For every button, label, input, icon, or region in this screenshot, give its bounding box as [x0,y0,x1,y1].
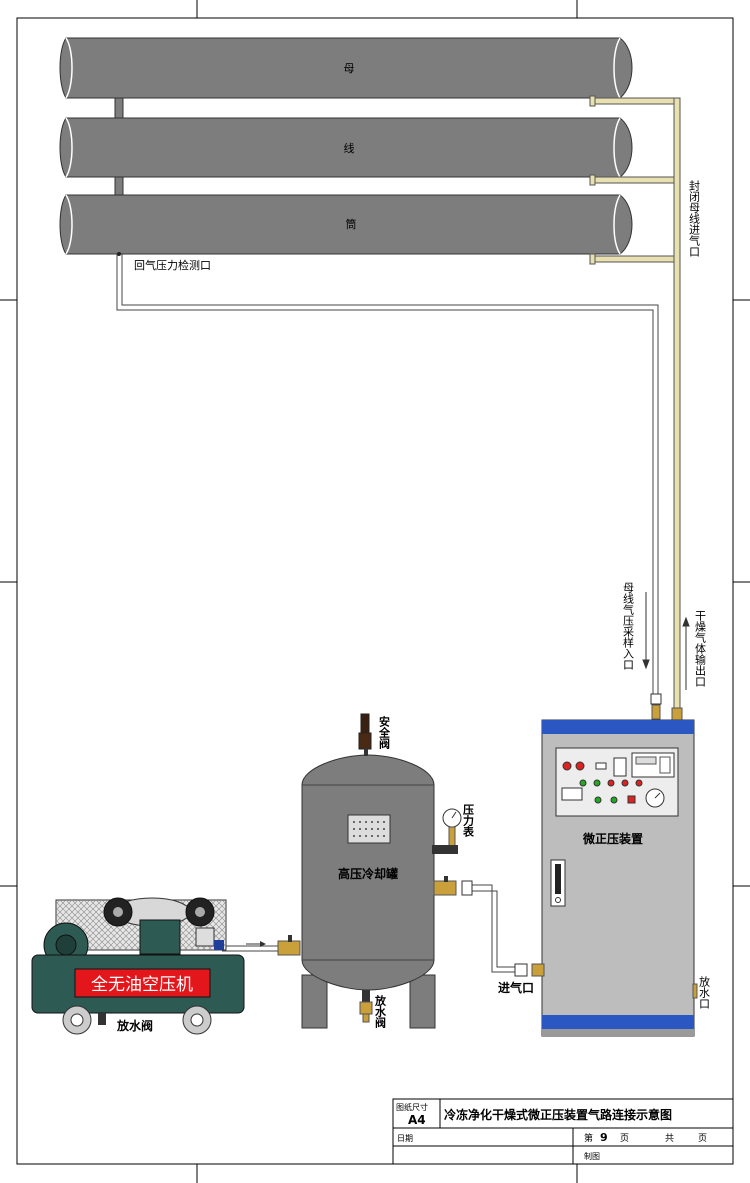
tank-drain-label: 放水阀 [374,994,388,1029]
page-unit: 页 [620,1133,629,1144]
page-number: 9 [600,1131,608,1144]
drawn-label: 制图 [584,1151,600,1161]
tank-device-pipe [470,884,520,973]
busbar-pipe-top: 母 [59,37,633,99]
busbar-pipe-bottom: 筒 [59,194,633,255]
size-value: A4 [408,1113,426,1127]
size-label: 图纸尺寸 [396,1102,428,1112]
page-label: 第 [584,1132,593,1144]
busbar-label-2: 线 [344,141,355,155]
device-label: 微正压装置 [582,831,643,846]
sample-inlet-label: 母线气压采样入口 [622,582,635,670]
sealed-inlet-label: 封闭母线进气口 [688,179,701,257]
tank-drain-valve [359,990,373,1023]
compressor-tank-pipe [222,935,301,956]
compressor-drain-label: 放水阀 [116,1018,153,1033]
device-drain-label: 放水口 [698,975,711,1009]
cooling-tank: 高压冷却罐 [301,754,436,1029]
date-label: 日期 [397,1134,413,1143]
busbar-label-3: 筒 [346,217,357,231]
tank-outlet-valve [433,876,457,896]
pressure-gauge-label: 压力表 [462,803,476,838]
busbar-label-1: 母 [344,62,355,75]
safety-valve-label: 安全阀 [378,715,392,750]
air-inlet-label: 进气口 [498,980,534,995]
dry-gas-lines [589,95,681,717]
outlet-arrow [682,616,690,690]
pressure-gauge [432,808,462,854]
return-port-label: 回气压力检测口 [134,258,211,272]
return-sample-line [116,254,659,700]
busbar-pipe-middle: 线 [59,117,633,178]
safety-valve [358,713,372,756]
sample-arrow [642,592,650,670]
tank-label: 高压冷却罐 [338,866,398,881]
pipe-fittings [461,880,528,977]
title-block [392,1098,734,1165]
busbar-pipes: 母 线 筒 [59,37,633,255]
total-label: 共 [665,1133,674,1144]
total-unit: 页 [698,1133,707,1144]
air-compressor: 全无油空压机 [31,897,245,1035]
drawing-title: 冷冻净化干燥式微正压装置气路连接示意图 [444,1107,672,1122]
dry-outlet-label: 干燥气体输出口 [694,610,707,687]
micro-pressure-device: 微正压装置 [531,719,698,1037]
compressor-label: 全无油空压机 [91,975,193,995]
drawing-border [16,17,734,1165]
